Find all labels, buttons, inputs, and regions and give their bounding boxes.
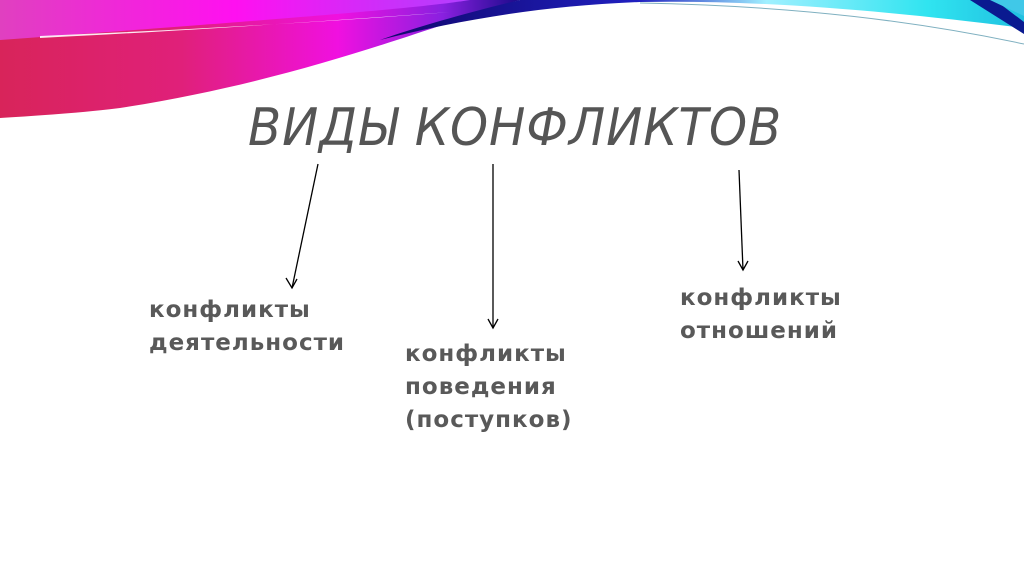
item-line: поведения — [405, 374, 557, 400]
conflict-type-relations: конфликты отношений — [680, 282, 842, 348]
item-line: конфликты — [149, 297, 311, 323]
item-line: конфликты — [405, 341, 567, 367]
item-line: деятельности — [149, 330, 346, 356]
conflict-type-activity: конфликты деятельности — [149, 294, 345, 360]
decorative-swoosh-banner — [0, 0, 1024, 118]
conflict-type-behavior: конфликты поведения (поступков) — [405, 338, 573, 437]
item-line: отношений — [680, 318, 838, 344]
arrow-to-relations-icon — [737, 169, 749, 272]
item-line: (поступков) — [405, 407, 573, 433]
slide-title: ВИДЫ КОНФЛИКТОВ — [248, 98, 783, 158]
arrow-to-activity-icon — [285, 163, 319, 290]
arrow-to-behavior-icon — [487, 164, 499, 330]
item-line: конфликты — [680, 285, 842, 311]
